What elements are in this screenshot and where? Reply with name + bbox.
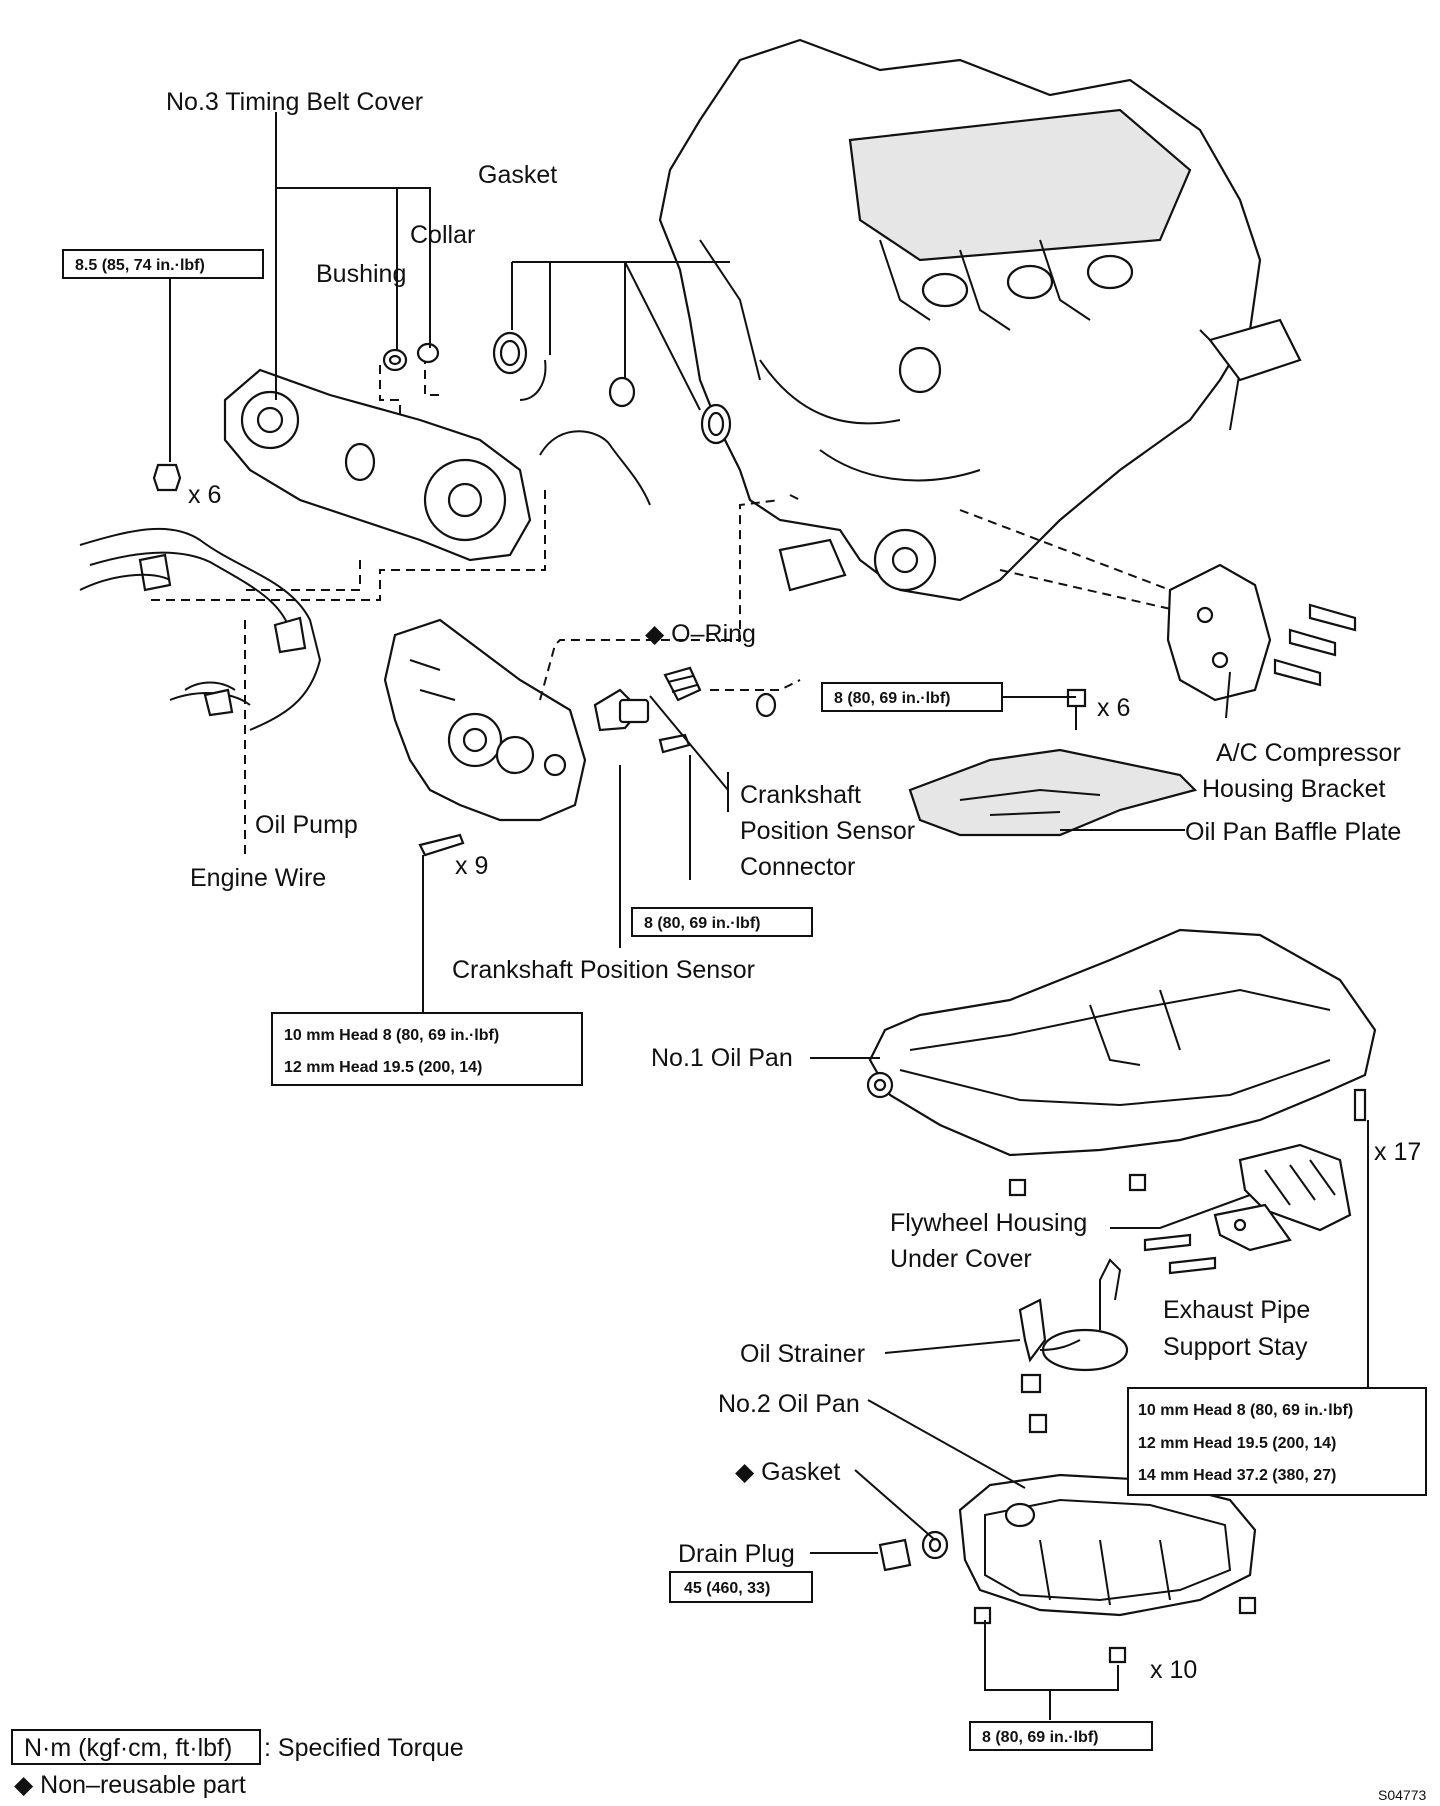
torque-box-drain-plug: 45 (460, 33) bbox=[669, 1571, 813, 1603]
svg-text:12 mm Head 19.5 (200, 14): 12 mm Head 19.5 (200, 14) bbox=[284, 1059, 482, 1076]
collar-part bbox=[416, 342, 440, 364]
legend-torque-desc: : Specified Torque bbox=[264, 1734, 464, 1762]
leader-lines bbox=[169, 112, 1369, 1720]
exhaust-stay-part bbox=[1143, 1203, 1292, 1275]
label-collar: Collar bbox=[410, 221, 475, 249]
label-no1-oil-pan: No.1 Oil Pan bbox=[651, 1044, 793, 1072]
torque-box-baffle-bolt: 8 (80, 69 in.·lbf) bbox=[821, 682, 1003, 712]
timing-belt-cover-part bbox=[223, 368, 651, 562]
no2-oil-pan-part bbox=[958, 1473, 1257, 1664]
ac-bracket-part bbox=[1166, 563, 1357, 702]
label-ckp-connector-2: Position Sensor bbox=[740, 817, 915, 845]
figure-code: S04773 bbox=[1378, 1787, 1426, 1803]
label-x10: x 10 bbox=[1150, 1656, 1197, 1684]
torque-box-cover-bolt: 8.5 (85, 74 in.·lbf) bbox=[62, 249, 264, 279]
label-gasket-top: Gasket bbox=[478, 161, 557, 189]
baffle-plate-part bbox=[908, 688, 1198, 837]
svg-text:8 (80, 69 in.·lbf): 8 (80, 69 in.·lbf) bbox=[644, 915, 760, 932]
no1-oil-pan-part bbox=[866, 928, 1377, 1197]
svg-text:8 (80, 69 in.·lbf): 8 (80, 69 in.·lbf) bbox=[982, 1729, 1098, 1746]
torque-box-pan2-bolt: 8 (80, 69 in.·lbf) bbox=[969, 1721, 1153, 1751]
label-flywheel-1: Flywheel Housing bbox=[890, 1209, 1087, 1237]
torque-box-pump-bolt: 10 mm Head 8 (80, 69 in.·lbf) 12 mm Head… bbox=[271, 1012, 583, 1086]
svg-text:8 (80, 69 in.·lbf): 8 (80, 69 in.·lbf) bbox=[834, 690, 950, 707]
label-drain-plug: Drain Plug bbox=[678, 1540, 795, 1568]
o-ring-part bbox=[755, 692, 777, 718]
label-ac-bracket-2: Housing Bracket bbox=[1202, 775, 1385, 803]
drain-plug-part bbox=[878, 1530, 949, 1572]
svg-text:45 (460, 33): 45 (460, 33) bbox=[684, 1580, 770, 1597]
pump-bolt-part bbox=[418, 833, 465, 857]
label-bushing: Bushing bbox=[316, 260, 406, 288]
cover-bolt-part bbox=[152, 463, 182, 492]
torque-box-sensor-bolt: 8 (80, 69 in.·lbf) bbox=[631, 907, 813, 937]
label-oil-strainer: Oil Strainer bbox=[740, 1340, 865, 1368]
svg-text:8.5 (85, 74 in.·lbf): 8.5 (85, 74 in.·lbf) bbox=[75, 257, 205, 274]
label-x6-baffle: x 6 bbox=[1097, 694, 1130, 722]
engine-wire-part bbox=[79, 527, 322, 731]
label-ckp-sensor: Crankshaft Position Sensor bbox=[452, 956, 755, 984]
label-exhaust-2: Support Stay bbox=[1163, 1333, 1308, 1361]
label-x6-top: x 6 bbox=[188, 481, 221, 509]
label-gasket-bottom: ◆ Gasket bbox=[735, 1458, 840, 1486]
label-x9: x 9 bbox=[455, 852, 488, 880]
engine-assembly bbox=[658, 38, 1302, 602]
ckp-sensor-part bbox=[593, 688, 650, 732]
label-ac-bracket-1: A/C Compressor bbox=[1216, 739, 1401, 767]
label-no2-oil-pan: No.2 Oil Pan bbox=[718, 1390, 860, 1418]
label-timing-belt-cover: No.3 Timing Belt Cover bbox=[166, 88, 423, 116]
label-ckp-connector-3: Connector bbox=[740, 853, 855, 881]
label-x17: x 17 bbox=[1374, 1138, 1421, 1166]
legend: N·m (kgf·cm, ft·lbf) : Specified Torque … bbox=[11, 1729, 464, 1799]
sensor-bolt-part bbox=[658, 733, 691, 754]
oil-strainer-part bbox=[1018, 1258, 1129, 1434]
label-baffle-plate: Oil Pan Baffle Plate bbox=[1185, 818, 1401, 846]
label-ckp-connector-1: Crankshaft bbox=[740, 781, 861, 809]
label-o-ring: ◆ O–Ring bbox=[645, 620, 756, 648]
torque-box-pan-bolt: 10 mm Head 8 (80, 69 in.·lbf) 12 mm Head… bbox=[1127, 1387, 1427, 1496]
ckp-connector-part bbox=[663, 666, 702, 702]
label-flywheel-2: Under Cover bbox=[890, 1245, 1032, 1273]
svg-text:10 mm Head 8 (80, 69 in.·lbf): 10 mm Head 8 (80, 69 in.·lbf) bbox=[1138, 1402, 1353, 1419]
label-engine-wire: Engine Wire bbox=[190, 864, 326, 892]
oil-pump-part bbox=[383, 618, 587, 822]
label-exhaust-1: Exhaust Pipe bbox=[1163, 1296, 1310, 1324]
pan-bolt-part bbox=[1353, 1088, 1367, 1122]
gasket-seals bbox=[492, 331, 732, 445]
bushing-part bbox=[382, 348, 408, 372]
svg-text:14 mm Head 37.2 (380, 27): 14 mm Head 37.2 (380, 27) bbox=[1138, 1467, 1336, 1484]
label-oil-pump: Oil Pump bbox=[255, 811, 358, 839]
legend-non-reusable: ◆ Non–reusable part bbox=[14, 1771, 246, 1799]
svg-text:10 mm Head 8 (80, 69 in.·lbf): 10 mm Head 8 (80, 69 in.·lbf) bbox=[284, 1027, 499, 1044]
legend-torque-unit: N·m (kgf·cm, ft·lbf) bbox=[24, 1734, 232, 1762]
svg-text:12 mm Head 19.5 (200, 14): 12 mm Head 19.5 (200, 14) bbox=[1138, 1435, 1336, 1452]
